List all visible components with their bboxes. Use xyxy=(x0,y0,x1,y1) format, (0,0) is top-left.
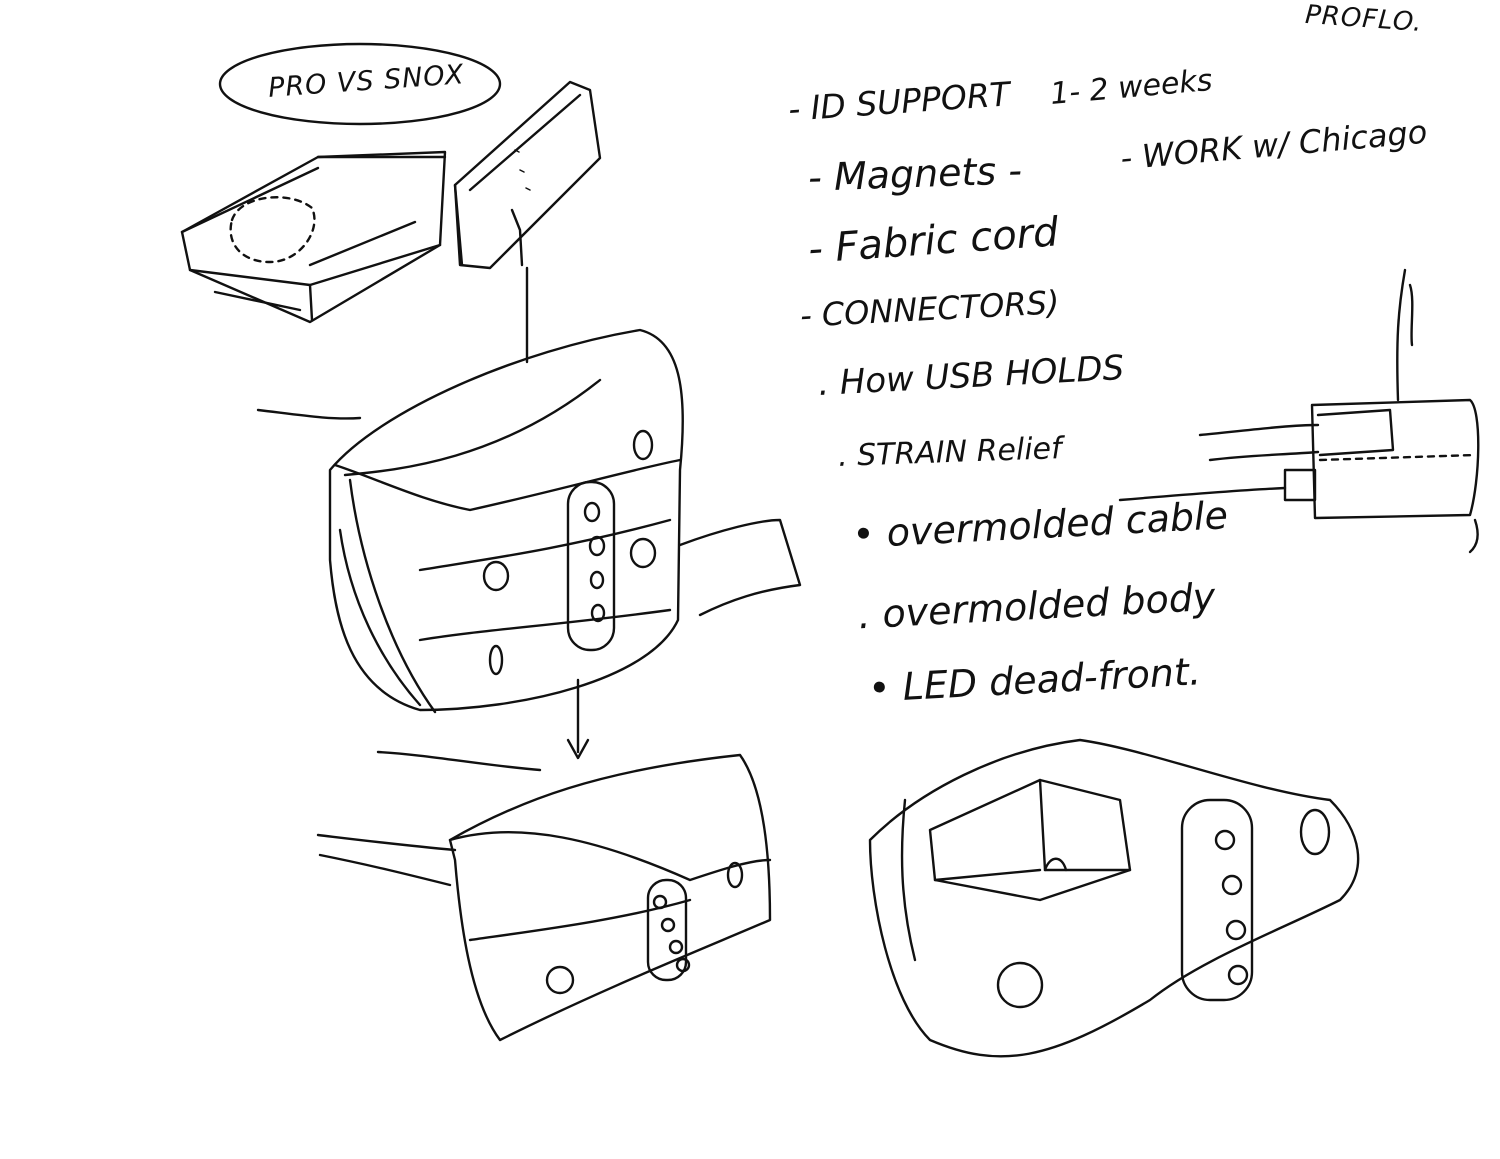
note-bullet: . xyxy=(857,592,872,638)
note-bullet: . xyxy=(837,438,849,474)
note-text: STRAIN Relief xyxy=(856,431,1063,474)
main-device-sketch xyxy=(256,328,802,760)
note-bullet: - xyxy=(807,155,823,200)
top-box-sketch xyxy=(180,150,447,324)
bottom-left-device-sketch xyxy=(316,750,772,1042)
note-text: Magnets - xyxy=(833,148,1023,199)
note-bullet: - xyxy=(806,225,825,273)
bottom-right-device-sketch xyxy=(868,738,1360,1058)
note-bullet: - xyxy=(786,88,802,129)
top-panel-sketch xyxy=(453,80,602,364)
note-bullet: • xyxy=(851,511,876,557)
note-bullet: • xyxy=(867,665,892,711)
note-item: - Magnets - xyxy=(807,148,1022,199)
section-sketch xyxy=(1118,268,1480,554)
note-bullet: - xyxy=(799,296,813,335)
note-bullet: . xyxy=(817,363,831,404)
title-bubble-outline xyxy=(218,42,502,126)
